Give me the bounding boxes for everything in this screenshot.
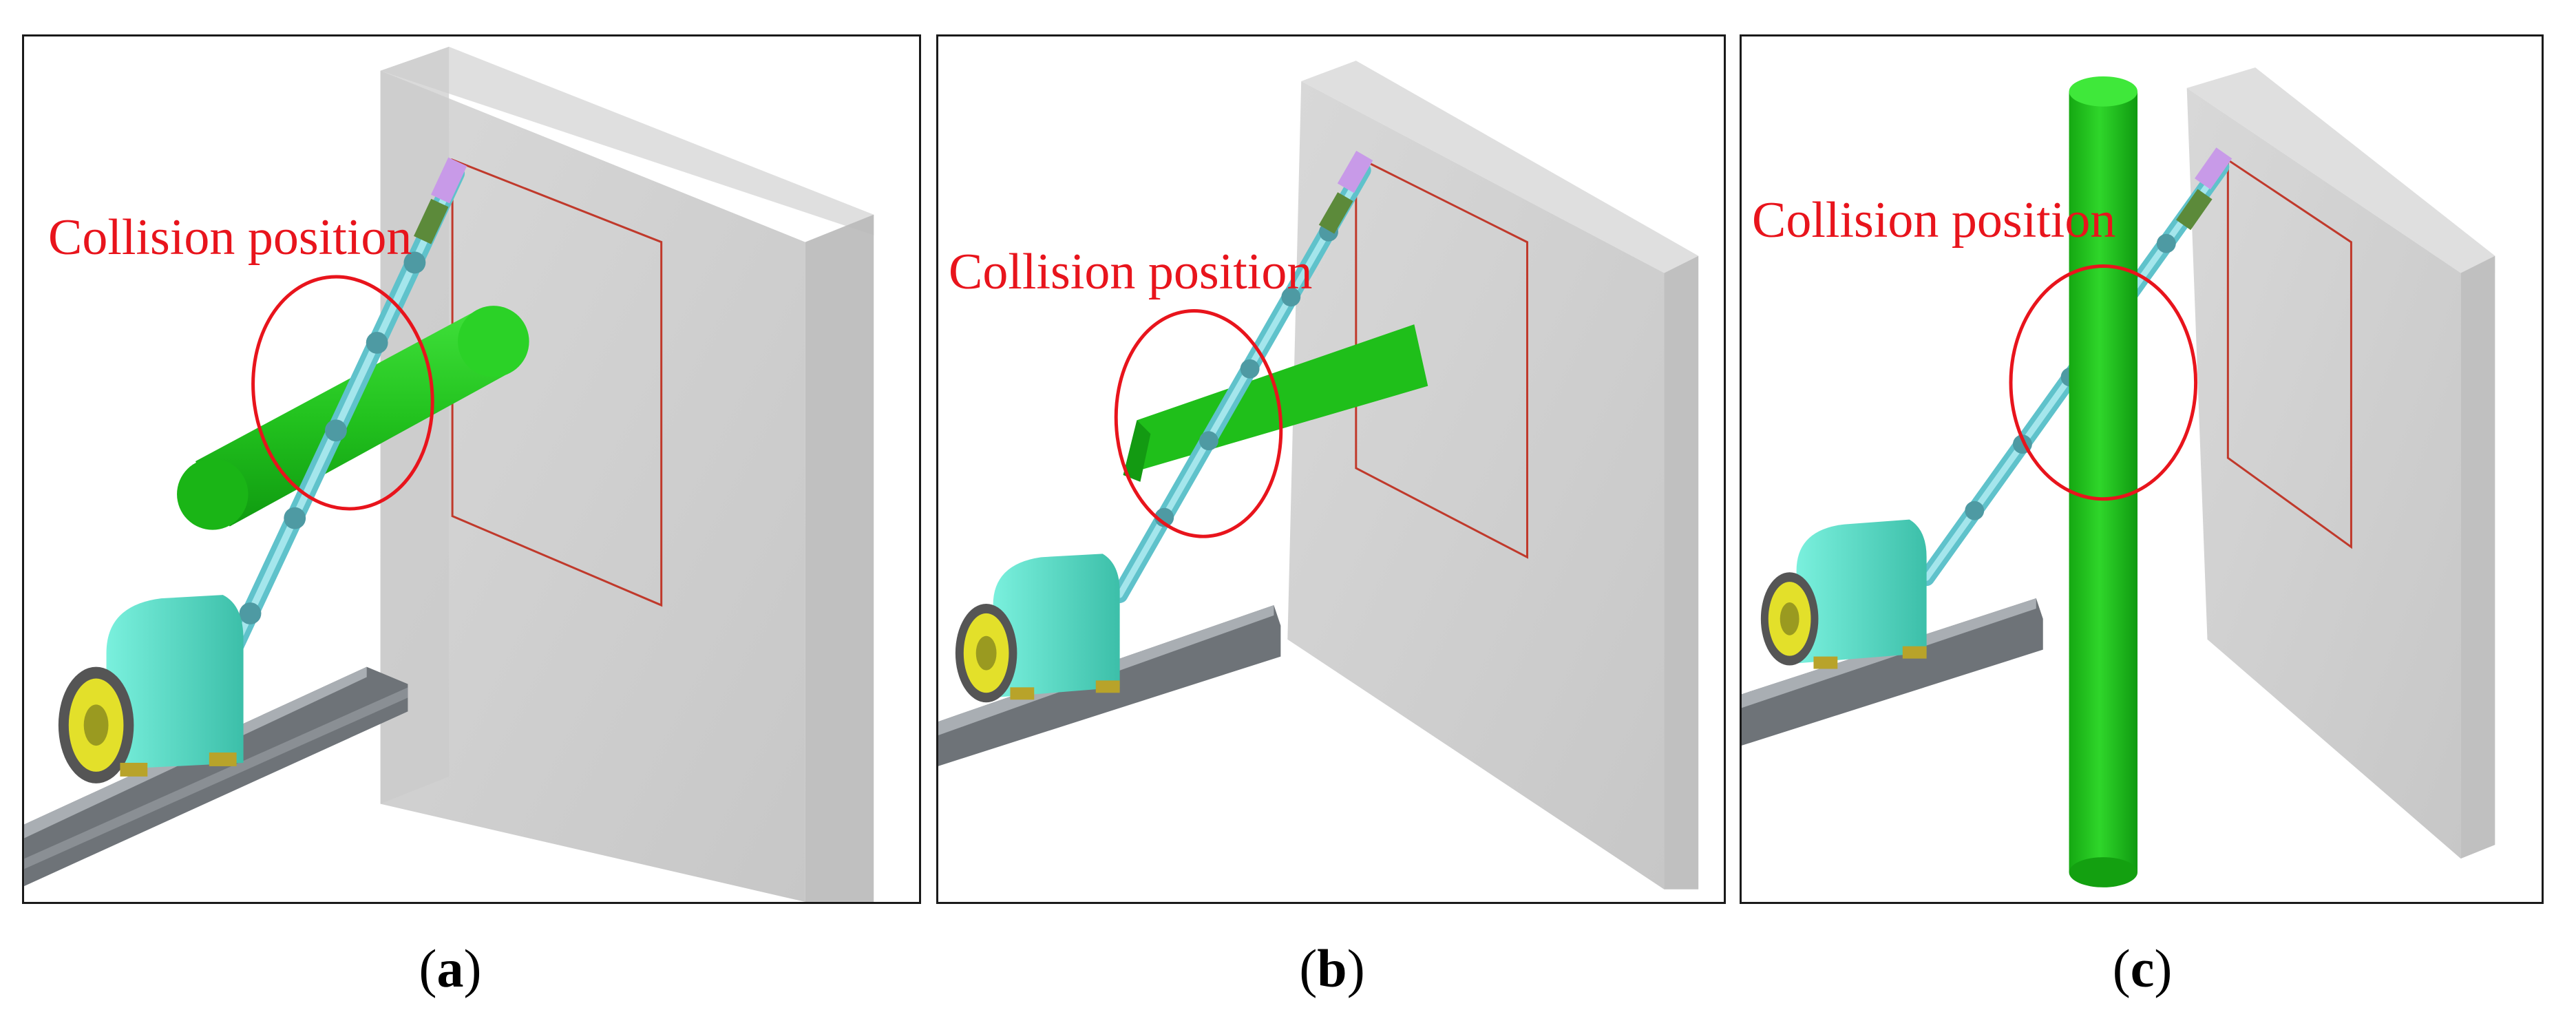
robot-base	[1796, 519, 1927, 664]
wall-front	[2186, 87, 2461, 859]
caption-a: (a)	[419, 942, 482, 996]
caption-open: (	[419, 938, 437, 998]
wall-top	[2186, 67, 2495, 273]
wall-top	[380, 46, 874, 235]
obstacle-cylinder	[195, 310, 511, 527]
rail	[1742, 598, 2043, 746]
target-frame	[2226, 158, 2352, 549]
collision-circle	[251, 275, 434, 511]
caption-b: (b)	[1299, 942, 1364, 996]
robot-base	[993, 554, 1120, 698]
caption-close: )	[1347, 938, 1365, 998]
caption-close: )	[2154, 938, 2173, 998]
wall-front	[380, 70, 805, 902]
panel-b: Collision position	[936, 34, 1726, 904]
wall-side	[805, 214, 874, 902]
scene-b	[938, 61, 1699, 890]
scene-a	[24, 46, 874, 902]
obstacle-plate	[1123, 324, 1428, 475]
caption-open: (	[2112, 938, 2131, 998]
panel-a: Collision position	[22, 34, 921, 904]
caption-c: (c)	[2113, 942, 2173, 996]
robot-base	[106, 595, 244, 770]
collision-label: Collision position	[48, 209, 412, 266]
caption-close: )	[463, 938, 482, 998]
obstacle-cylinder	[2069, 91, 2138, 872]
caption-letter: b	[1317, 938, 1347, 998]
collision-label: Collision position	[949, 244, 1313, 300]
wall-side	[2460, 255, 2495, 859]
caption-open: (	[1299, 938, 1318, 998]
wall-side	[1664, 255, 1699, 890]
caption-letter: c	[2130, 938, 2155, 998]
collision-circle	[2009, 264, 2198, 501]
caption-letter: a	[436, 938, 464, 998]
collision-label: Collision position	[1752, 192, 2116, 249]
collision-circle	[1114, 309, 1283, 538]
panel-c: Collision position	[1740, 34, 2544, 904]
wall-front	[1287, 81, 1665, 890]
scene-c	[1742, 67, 2495, 887]
wall-top	[1301, 61, 1699, 273]
